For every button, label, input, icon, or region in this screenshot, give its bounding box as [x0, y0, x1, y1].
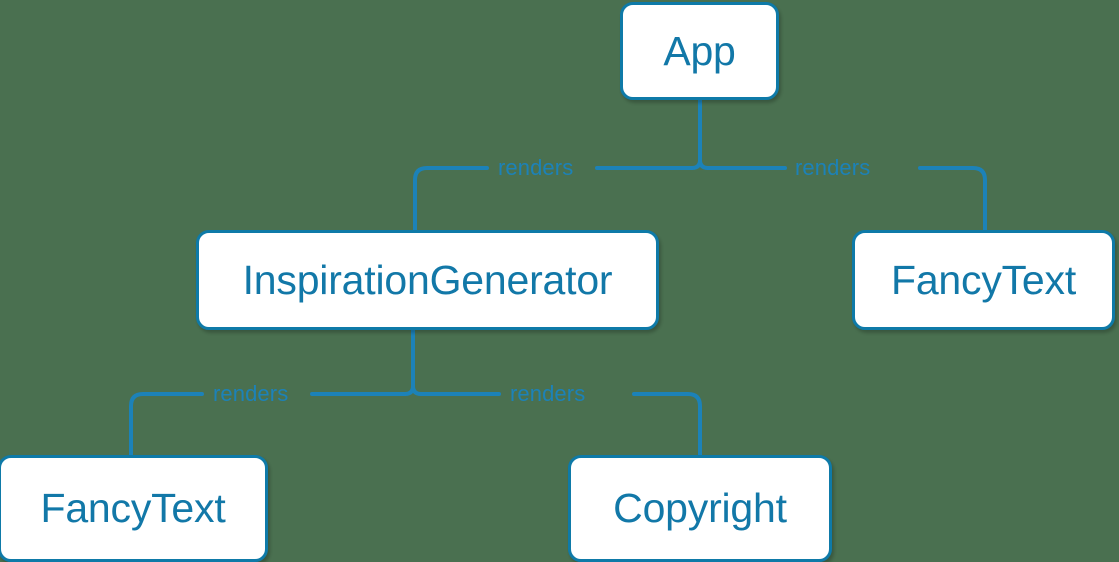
- edge-app-trunk: [690, 98, 702, 170]
- node-copyright-label: Copyright: [613, 485, 787, 531]
- node-fancytext-left[interactable]: FancyText: [0, 455, 268, 562]
- node-fancytext-left-label: FancyText: [40, 485, 226, 531]
- edge-label-app-to-inspirationgenerator: renders: [498, 155, 574, 180]
- edge-app-to-fancytext-right-b: [918, 166, 987, 234]
- node-inspirationgenerator[interactable]: InspirationGenerator: [196, 230, 659, 330]
- edge-label-inspirationgenerator-to-copyright: renders: [510, 381, 586, 406]
- node-inspirationgenerator-label: InspirationGenerator: [242, 256, 613, 303]
- edge-inspirationgenerator-to-copyright-b: [632, 392, 702, 459]
- node-fancytext-right[interactable]: FancyText: [852, 230, 1115, 330]
- node-app-label: App: [663, 27, 736, 74]
- node-app[interactable]: App: [620, 2, 779, 100]
- edge-app-to-inspirationgenerator-b: [413, 166, 489, 234]
- node-copyright[interactable]: Copyright: [568, 455, 832, 562]
- edge-label-app-to-fancytext-right: renders: [795, 155, 871, 180]
- edge-label-inspirationgenerator-to-fancytext-left: renders: [213, 381, 289, 406]
- edge-inspirationgenerator-to-fancytext-left-b: [129, 392, 204, 459]
- node-fancytext-right-label: FancyText: [890, 256, 1077, 303]
